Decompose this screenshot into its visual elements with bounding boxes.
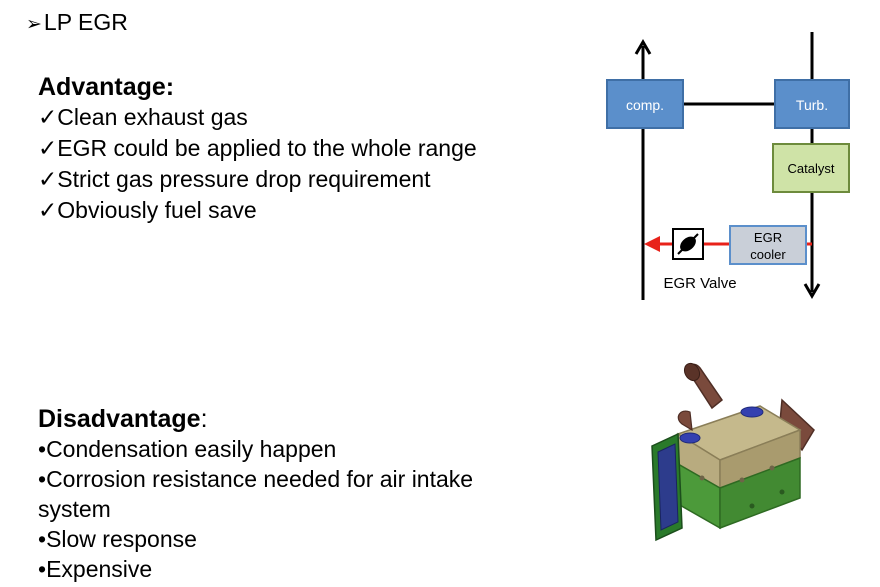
advantage-item-text: Obviously fuel save [57,197,257,223]
advantage-item-text: Strict gas pressure drop requirement [57,166,431,192]
bullet-icon: • [38,526,47,552]
bullet-icon: • [38,466,47,492]
advantage-item: ✓EGR could be applied to the whole range [38,133,538,164]
egr-cooler-box [729,225,807,265]
disadvantage-section: Disadvantage: •Condensation easily happe… [38,404,538,584]
advantage-item: ✓Obviously fuel save [38,195,538,226]
arrow-bullet-icon: ➢ [26,13,42,35]
disadvantage-item: •Condensation easily happen [38,434,538,464]
port-ring-left [679,432,701,444]
checkmark-icon: ✓ [38,167,58,193]
bullet-icon: • [38,556,47,582]
egr-cooler-image [651,362,815,542]
bullet-icon: • [38,436,47,462]
egr-flow-arrow-icon [644,236,660,252]
egr-cooler-label-line1: EGR [754,230,782,245]
disadvantage-item-text: Corrosion resistance needed for air inta… [38,466,474,522]
catalyst-label: Catalyst [788,161,835,176]
egr-cooler-label-line2: cooler [750,247,786,262]
checkmark-icon: ✓ [38,198,58,224]
advantage-heading: Advantage: [38,73,175,101]
advantage-item-text: EGR could be applied to the whole range [57,135,477,161]
inlet-tube [677,410,693,432]
disadvantage-heading-colon: : [200,405,208,433]
turbine-box [774,79,850,129]
advantage-item: ✓Clean exhaust gas [38,102,538,133]
advantage-item-text: Clean exhaust gas [57,104,248,130]
disadvantage-heading-text: Disadvantage [38,405,201,433]
turbine-label: Turb. [796,97,828,113]
lp-egr-schematic: comp. Turb. Catalyst EGR cooler EGR Valv… [606,32,850,300]
slide-title: ➢LP EGR [26,8,128,38]
checkmark-icon: ✓ [38,136,58,162]
port-ring-right [740,406,764,418]
compressor-box [606,79,684,129]
advantage-item: ✓Strict gas pressure drop requirement [38,164,538,195]
disadvantage-item: •Corrosion resistance needed for air int… [38,464,528,524]
disadvantage-item-text: Expensive [46,556,153,582]
exhaust-arrow-down-icon [803,283,821,299]
intake-arrow-up-icon [634,39,652,55]
disadvantage-item-text: Condensation easily happen [46,436,337,462]
advantage-section: Advantage: ✓Clean exhaust gas ✓EGR could… [38,72,538,226]
disadvantage-item: •Expensive [38,554,538,584]
disadvantage-item: •Slow response [38,524,538,554]
cooler-core [657,443,679,531]
disadvantage-item-text: Slow response [46,526,197,552]
egr-valve-icon [677,233,699,255]
slide-title-text: LP EGR [43,9,128,35]
compressor-label: comp. [626,97,664,113]
catalyst-box [772,143,850,193]
checkmark-icon: ✓ [38,105,58,131]
egr-valve-label: EGR Valve [663,275,736,292]
disadvantage-heading: Disadvantage: [38,404,538,434]
